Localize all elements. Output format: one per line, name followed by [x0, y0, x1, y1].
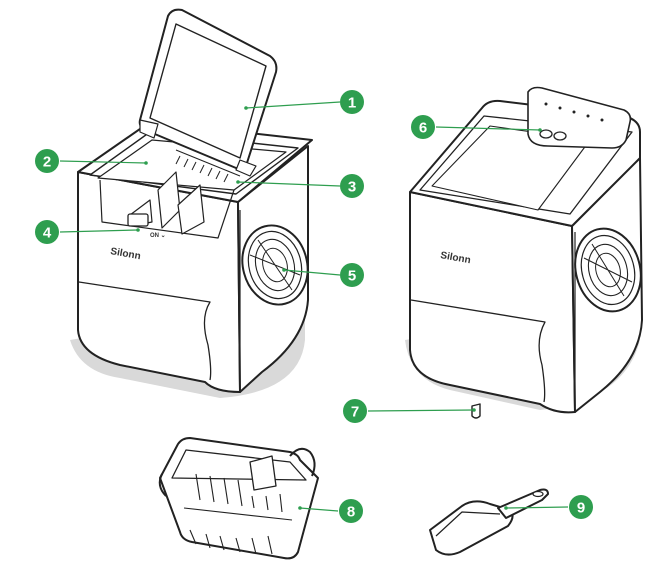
fan-vent-left — [241, 224, 309, 306]
ice-maker-closed: Silonn — [405, 86, 643, 419]
brand-label-left: Silonn — [109, 246, 141, 262]
callout-5: 5 — [340, 263, 364, 287]
callout-7-number: 7 — [351, 404, 359, 421]
callout-7: 7 — [343, 399, 367, 423]
callout-6: 6 — [411, 115, 435, 139]
callout-1: 1 — [340, 90, 364, 114]
callout-3: 3 — [340, 174, 364, 198]
callout-8-number: 8 — [347, 504, 355, 521]
ice-maker-open: ON ⌄ Silonn — [70, 8, 313, 398]
callout-3-number: 3 — [348, 179, 356, 196]
callout-4-number: 4 — [43, 225, 52, 242]
callout-4: 4 — [35, 220, 59, 244]
callout-2-number: 2 — [43, 154, 51, 171]
switch-marks-label: ON ⌄ — [150, 233, 166, 239]
callout-8: 8 — [339, 499, 363, 523]
callout-lines — [59, 101, 569, 512]
callout-5-number: 5 — [348, 268, 356, 285]
callout-6-number: 6 — [419, 120, 427, 137]
brand-label-right: Silonn — [439, 250, 471, 266]
callout-9: 9 — [569, 495, 593, 519]
fan-vent-right — [574, 227, 642, 313]
ice-scoop — [429, 488, 549, 556]
callout-2: 2 — [35, 149, 59, 173]
ice-basket — [158, 437, 319, 560]
callout-9-number: 9 — [577, 500, 585, 517]
callout-1-number: 1 — [348, 95, 356, 112]
